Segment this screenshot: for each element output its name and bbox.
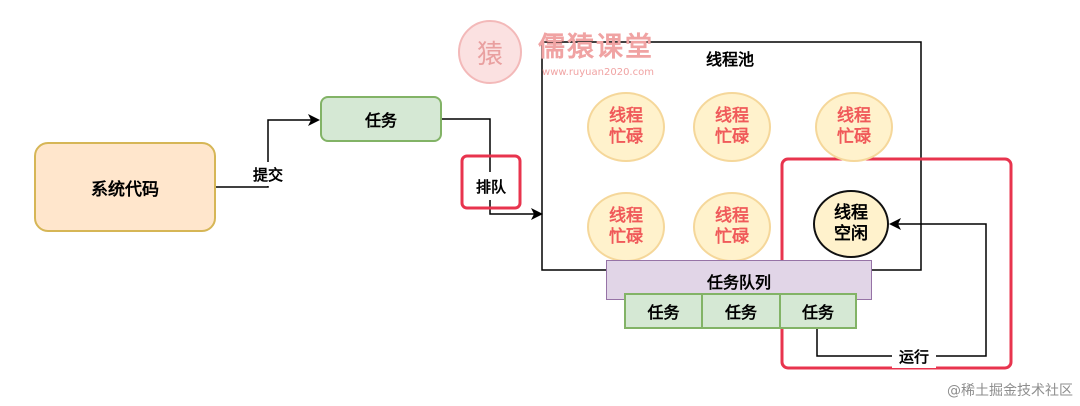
thread-status: 忙碌 (715, 127, 749, 147)
queued-task: 任务 (779, 293, 857, 329)
submit-edge-label: 提交 (248, 162, 288, 186)
busy-thread-node: 线程 忙碌 (587, 92, 665, 162)
busy-thread-node: 线程 忙碌 (815, 92, 893, 162)
footer-watermark: @稀土掘金技术社区 (947, 383, 1073, 399)
run-edge-label: 运行 (892, 344, 936, 368)
run-arrow (816, 218, 987, 357)
system-code-node: 系统代码 (34, 142, 216, 232)
thread-status: 忙碌 (609, 227, 643, 247)
queued-task-label: 任务 (647, 303, 680, 322)
queued-task-label: 任务 (801, 303, 834, 322)
task-queue-label: 任务队列 (706, 273, 771, 292)
thread-pool-title: 线程池 (705, 50, 754, 69)
system-code-label: 系统代码 (91, 179, 159, 200)
thread-line-1: 线程 (609, 206, 643, 226)
busy-thread-node: 线程 忙碌 (693, 92, 771, 162)
brand-logo-glyph: 猿 (476, 39, 503, 70)
busy-thread-node: 线程 忙碌 (587, 192, 665, 262)
queue-edge-label: 排队 (468, 172, 514, 200)
queued-task: 任务 (624, 293, 703, 329)
submitted-task-label: 任务 (364, 111, 397, 130)
brand-name: 儒猿课堂 (538, 31, 654, 63)
brand-url: www.ruyuan2020.com (542, 66, 654, 78)
thread-status: 忙碌 (837, 127, 871, 147)
idle-thread-node: 线程 空闲 (813, 190, 889, 258)
queued-task-label: 任务 (724, 303, 757, 322)
brand-logo-icon: 猿 (458, 20, 522, 84)
busy-thread-node: 线程 忙碌 (693, 192, 771, 262)
thread-line-1: 线程 (609, 106, 643, 126)
submit-arrow (216, 114, 320, 188)
thread-line-1: 线程 (715, 206, 749, 226)
queue-highlight-box (460, 154, 522, 210)
queued-task: 任务 (701, 293, 781, 329)
thread-line-1: 线程 (834, 203, 868, 223)
thread-pool-frame (541, 41, 922, 271)
thread-line-1: 线程 (715, 106, 749, 126)
thread-status: 空闲 (834, 224, 868, 244)
thread-line-1: 线程 (837, 106, 871, 126)
thread-status: 忙碌 (609, 127, 643, 147)
queue-arrow (442, 118, 543, 220)
thread-status: 忙碌 (715, 227, 749, 247)
submitted-task-node: 任务 (320, 96, 442, 142)
